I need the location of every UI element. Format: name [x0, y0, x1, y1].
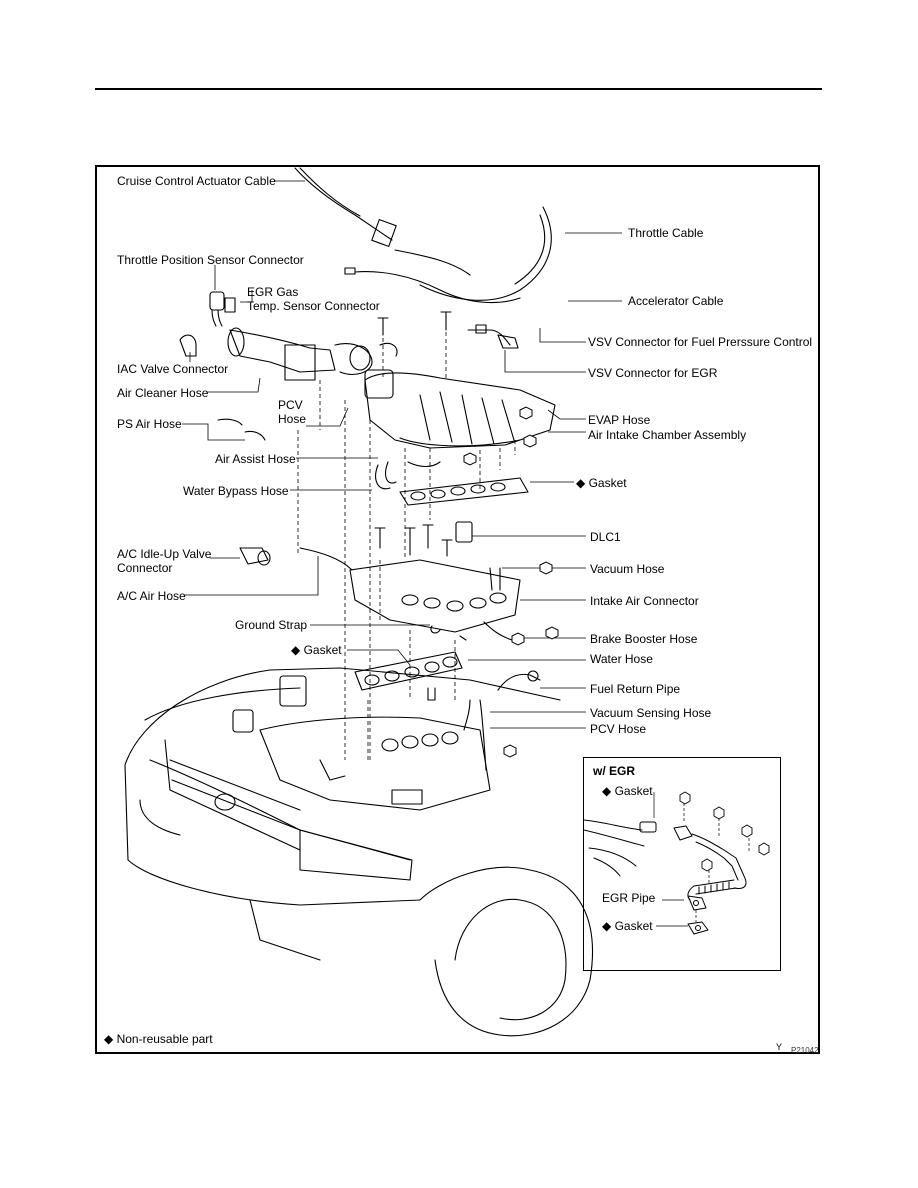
egr-inset: w/ EGR ◆ Gasket EGR Pipe ◆ Gasket [583, 757, 781, 971]
label-ac-air-hose: A/C Air Hose [117, 589, 186, 603]
label-intake-air-connector: Intake Air Connector [590, 594, 699, 608]
throttle-cable-line [419, 206, 552, 301]
non-reusable-diamond-icon: ◆ [602, 784, 612, 798]
intake-manifold-shape [349, 559, 521, 633]
label-vacuum-hose: Vacuum Hose [590, 562, 665, 576]
non-reusable-diamond-icon: ◆ [291, 643, 301, 657]
inset-label-gasket-top: ◆ Gasket [602, 784, 653, 798]
air-intake-chamber-shape [364, 372, 556, 449]
label-accelerator-cable: Accelerator Cable [628, 294, 724, 308]
label-throttle-cable: Throttle Cable [628, 226, 704, 240]
egr-pipe-drawing [584, 791, 770, 935]
label-vsv-connector-egr: VSV Connector for EGR [588, 366, 718, 380]
accelerator-cable-line [354, 271, 521, 304]
label-gasket-upper: ◆ Gasket [576, 476, 627, 490]
figure-code: P21042 [791, 1046, 819, 1055]
lower-gasket-shape [354, 651, 463, 691]
label-fuel-return-pipe: Fuel Return Pipe [590, 682, 681, 696]
engine-block-shape [259, 716, 491, 811]
truck-hood-line [124, 667, 561, 766]
label-air-assist-hose: Air Assist Hose [215, 452, 296, 466]
label-pcv-hose-upper: PCV Hose [278, 398, 307, 426]
label-ps-air-hose: PS Air Hose [117, 417, 182, 431]
label-cruise-control-actuator-cable: Cruise Control Actuator Cable [117, 174, 276, 188]
legend-non-reusable-part: ◆ Non-reusable part [104, 1032, 213, 1046]
label-iac-valve-connector: IAC Valve Connector [117, 362, 229, 376]
label-air-cleaner-hose: Air Cleaner Hose [117, 386, 209, 400]
label-water-bypass-hose: Water Bypass Hose [183, 484, 289, 498]
inset-label-gasket-bottom: ◆ Gasket [602, 919, 653, 933]
inset-label-egr-pipe: EGR Pipe [602, 891, 656, 905]
front-tire-shape [419, 866, 594, 1037]
label-gasket-middle: ◆ Gasket [291, 643, 342, 657]
label-water-hose: Water Hose [590, 652, 653, 666]
label-ground-strap: Ground Strap [235, 618, 308, 632]
air-cleaner-hose-shape [229, 329, 336, 373]
label-dlc1: DLC1 [590, 530, 621, 544]
label-pcv-hose-lower: PCV Hose [590, 722, 647, 736]
label-vacuum-sensing-hose: Vacuum Sensing Hose [590, 706, 712, 720]
non-reusable-diamond-icon: ◆ [602, 919, 612, 933]
label-ac-idle-up-valve-connector: A/C Idle-Up Valve Connector [117, 547, 212, 575]
non-reusable-diamond-icon: ◆ [104, 1032, 114, 1046]
label-air-intake-chamber-assembly: Air Intake Chamber Assembly [588, 428, 747, 442]
figure-frame [95, 165, 820, 1054]
label-egr-gas-temp-sensor-connector: EGR Gas Temp. Sensor Connector [247, 285, 380, 313]
label-throttle-position-sensor-connector: Throttle Position Sensor Connector [117, 253, 304, 267]
inset-title: w/ EGR [593, 764, 636, 778]
label-evap-hose: EVAP Hose [588, 413, 651, 427]
headlight-shape [299, 829, 413, 881]
dlc1-shape [455, 521, 473, 543]
label-brake-booster-hose: Brake Booster Hose [590, 632, 698, 646]
upper-gasket-shape [399, 477, 529, 506]
non-reusable-diamond-icon: ◆ [576, 476, 586, 490]
top-rule [95, 88, 822, 90]
cruise-cable-line [294, 167, 393, 241]
corner-mark: Y [776, 1042, 783, 1052]
label-vsv-connector-fuel-pressure: VSV Connector for Fuel Prerssure Control [588, 335, 813, 349]
